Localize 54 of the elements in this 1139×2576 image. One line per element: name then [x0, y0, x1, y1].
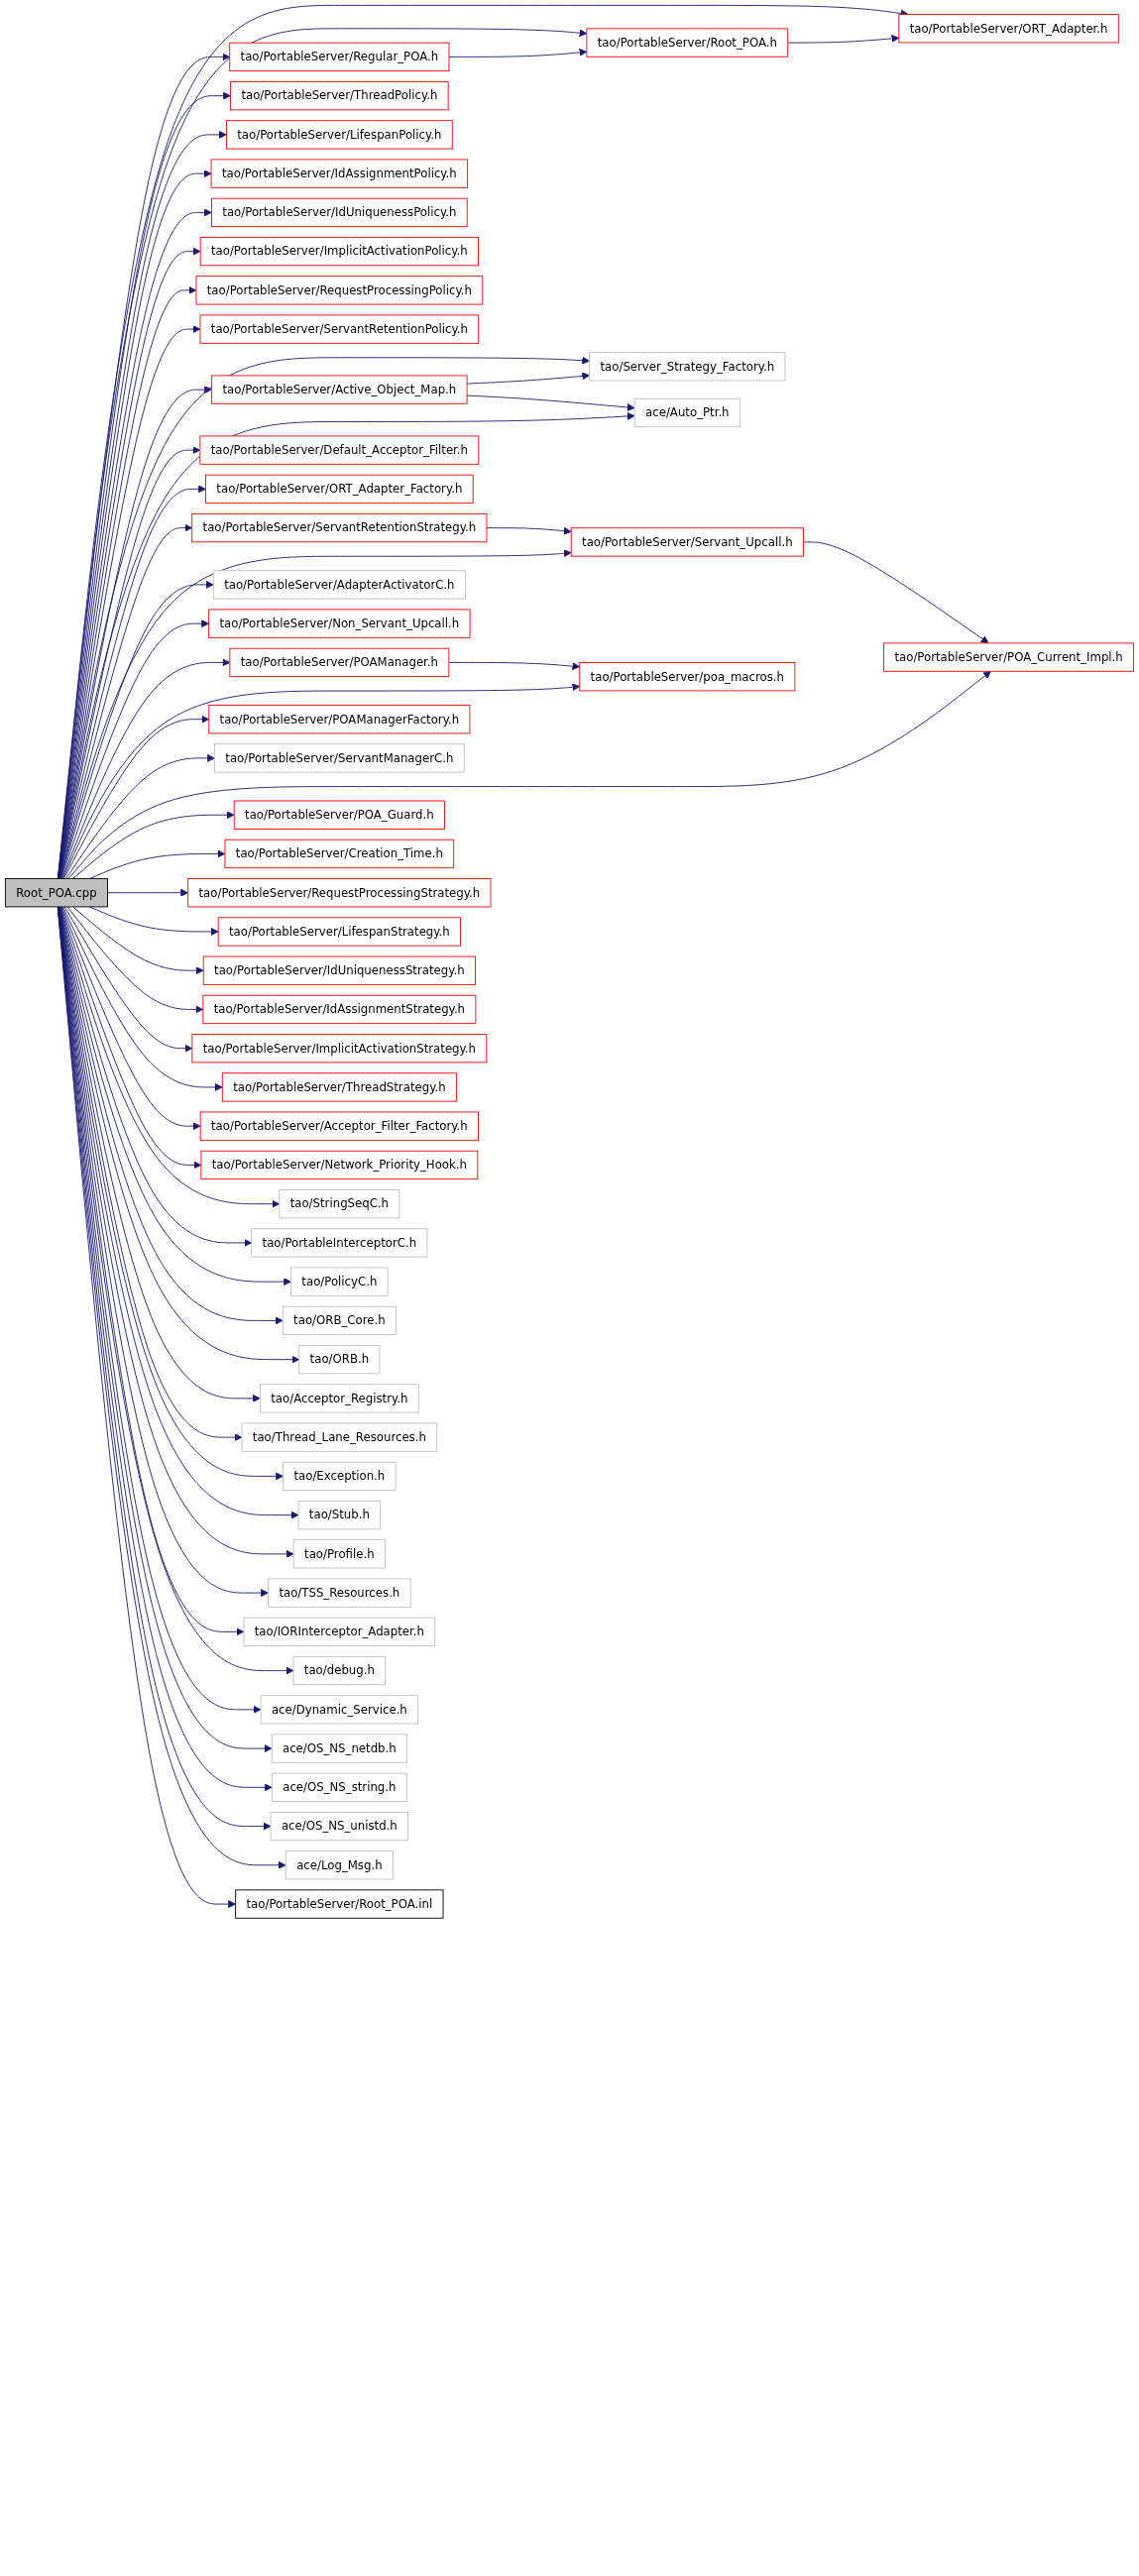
node-box: tao/PortableServer/Default_Acceptor_Filter.h — [199, 435, 480, 465]
node-box: tao/Thread_Lane_Resources.h — [241, 1422, 438, 1452]
node-box: tao/PortableServer/ORT_Adapter.h — [898, 14, 1119, 44]
node-box: tao/PortableServer/IdUniquenessStrategy.h — [202, 955, 476, 985]
node-box: tao/PortableServer/Root_POA.inl — [235, 1889, 444, 1919]
node-box: tao/PortableServer/Acceptor_Filter_Factory.h — [199, 1111, 479, 1141]
node-box: tao/IORInterceptor_Adapter.h — [243, 1617, 436, 1646]
node-box: tao/Exception.h — [283, 1461, 397, 1492]
node-box: tao/PortableInterceptorC.h — [251, 1228, 428, 1258]
node-box: tao/debug.h — [292, 1655, 387, 1686]
node-box: tao/PortableServer/ServantRetentionPolicy.h — [199, 314, 480, 344]
node-box: tao/PortableServer/ORT_Adapter_Factory.h — [205, 474, 474, 504]
node-box: tao/PortableServer/ServantRetentionStrategy.h — [191, 512, 488, 543]
node-box: tao/PortableServer/IdAssignmentPolicy.h — [210, 159, 469, 188]
node-box: tao/PortableServer/POA_Current_Impl.h — [883, 642, 1135, 672]
node-box: tao/PortableServer/ThreadPolicy.h — [230, 81, 449, 111]
node-box: tao/PortableServer/Regular_POA.h — [229, 42, 450, 72]
node-box: tao/PortableServer/RequestProcessingPolicy.h — [195, 276, 484, 305]
node-box: tao/Acceptor_Registry.h — [259, 1384, 419, 1413]
node-box: tao/Server_Strategy_Factory.h — [589, 352, 786, 382]
node-box: ace/Dynamic_Service.h — [260, 1695, 419, 1725]
node-box: tao/Stub.h — [297, 1500, 382, 1530]
node-box: tao/Profile.h — [292, 1539, 386, 1569]
node-box: tao/TSS_Resources.h — [268, 1578, 411, 1608]
node-box: tao/PortableServer/ServantManagerC.h — [214, 743, 465, 773]
node-box: tao/PortableServer/Active_Object_Map.h — [211, 375, 468, 404]
node-box: ace/Log_Msg.h — [285, 1850, 394, 1880]
node-box: tao/PortableServer/LifespanPolicy.h — [225, 120, 453, 150]
node-box: tao/PortableServer/IdUniquenessPolicy.h — [211, 197, 468, 228]
node-box: tao/PortableServer/ImplicitActivationPolicy.h — [199, 236, 479, 267]
node-box: tao/PortableServer/Servant_Upcall.h — [570, 527, 804, 557]
node-box: ace/OS_NS_netdb.h — [271, 1734, 407, 1763]
node-box: Root_POA.cpp — [4, 878, 108, 908]
node-box: tao/PortableServer/ThreadStrategy.h — [221, 1072, 457, 1102]
node-box: tao/StringSeqC.h — [279, 1189, 400, 1219]
node-box: ace/Auto_Ptr.h — [633, 397, 740, 428]
node-box: tao/PortableServer/Network_Priority_Hook.h — [200, 1150, 479, 1180]
node-box: ace/OS_NS_unistd.h — [270, 1811, 409, 1842]
node-box: tao/PortableServer/POAManager.h — [229, 647, 450, 678]
node-box: ace/OS_NS_string.h — [271, 1772, 407, 1802]
node-box: tao/PortableServer/AdapterActivatorC.h — [212, 570, 466, 600]
node-box: tao/PortableServer/Root_POA.h — [586, 28, 789, 57]
node-box: tao/PortableServer/IdAssignmentStrategy.h — [202, 994, 477, 1025]
node-box: tao/PortableServer/POAManagerFactory.h — [208, 705, 471, 734]
node-box: tao/ORB_Core.h — [282, 1305, 397, 1336]
node-box: tao/PortableServer/poa_macros.h — [579, 662, 796, 692]
node-box: tao/PortableServer/Creation_Time.h — [224, 839, 455, 869]
node-box: tao/PortableServer/RequestProcessingStrategy.h — [187, 878, 492, 908]
node-box: tao/ORB.h — [298, 1345, 381, 1375]
node-box: tao/PortableServer/LifespanStrategy.h — [217, 917, 461, 947]
node-box: tao/PortableServer/Non_Servant_Upcall.h — [208, 609, 471, 638]
node-box: tao/PortableServer/ImplicitActivationStrategy.h — [191, 1034, 488, 1064]
node-box: tao/PolicyC.h — [290, 1267, 389, 1296]
node-box: tao/PortableServer/POA_Guard.h — [233, 800, 445, 830]
